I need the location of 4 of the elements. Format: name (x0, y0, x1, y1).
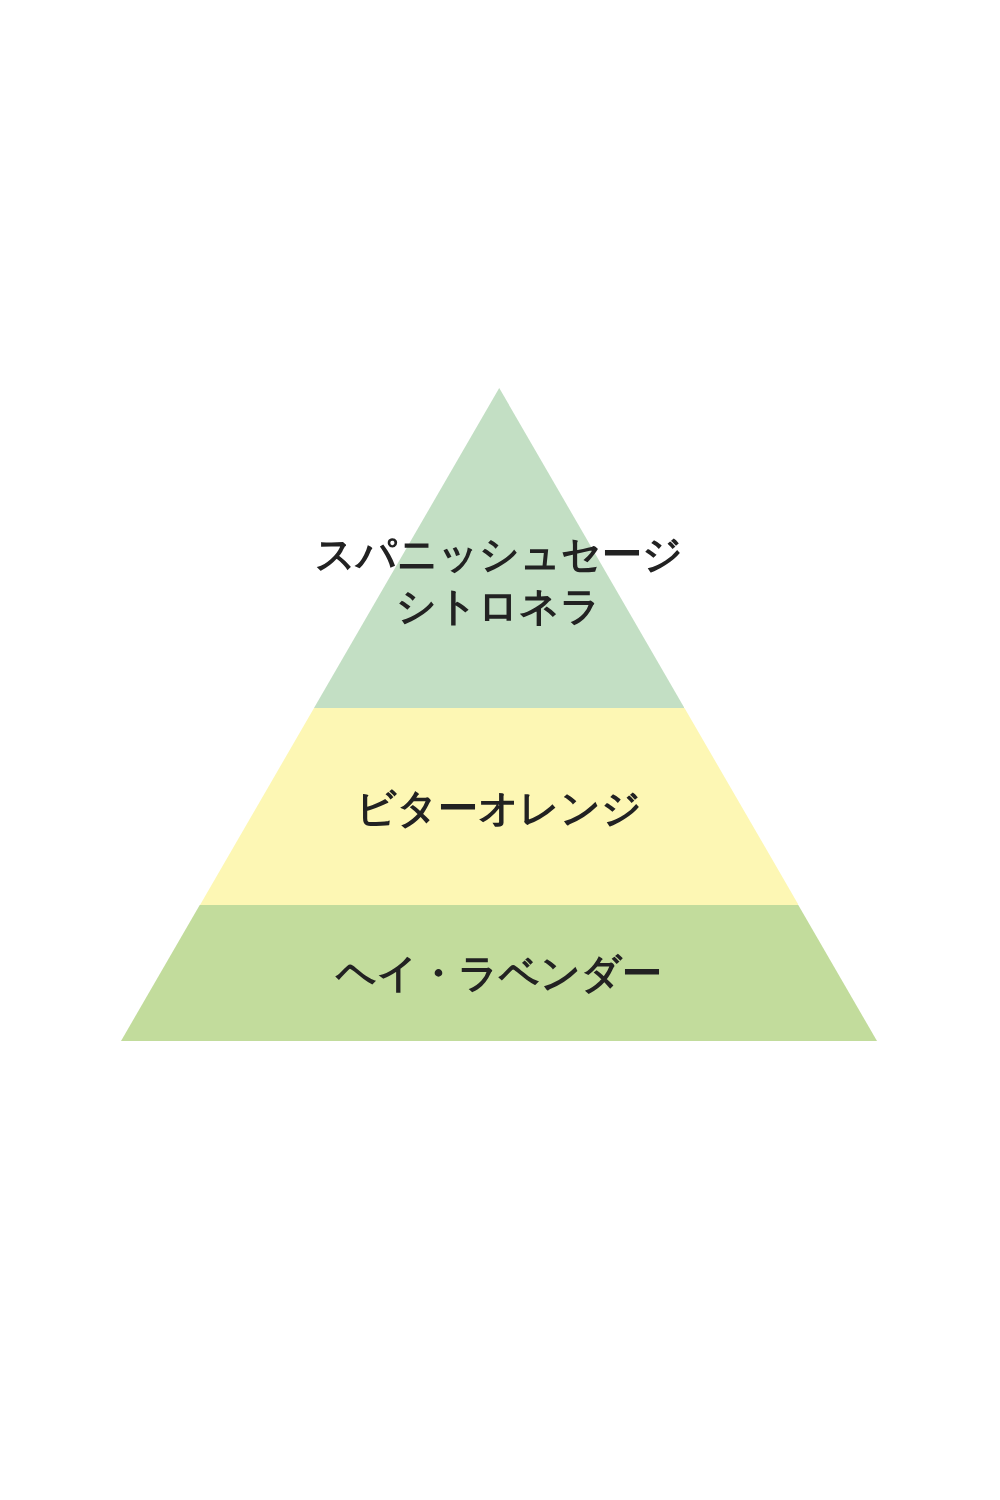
band-label: スパニッシュセージ (315, 530, 683, 579)
band-label: ビターオレンジ (356, 784, 642, 833)
band-label: ヘイ・ラベンダー (336, 949, 662, 998)
band-label: シトロネラ (396, 582, 602, 631)
